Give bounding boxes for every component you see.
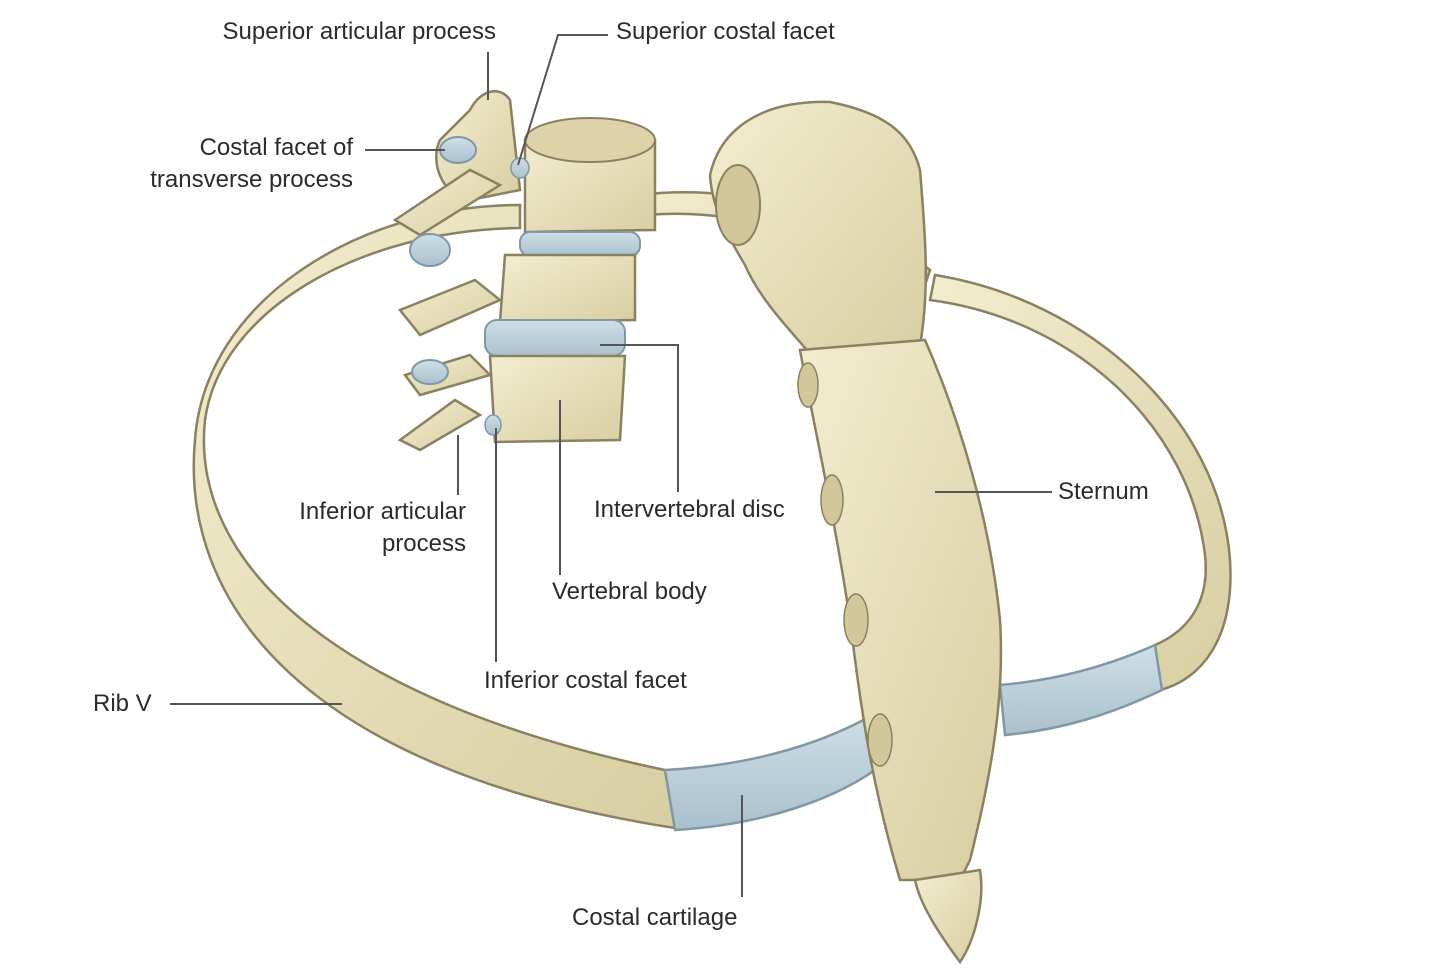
cartilage-right (998, 643, 1164, 737)
transverse-process-upper (392, 168, 503, 237)
label-intervertebral-disc: Intervertebral disc (594, 496, 785, 523)
inferior-costal-facet-shape (484, 414, 502, 436)
label-inferior-articular-process-1: Inferior articular (299, 498, 466, 525)
cartilage-left (663, 710, 890, 832)
manubrium (708, 100, 928, 367)
costal-notch-2 (820, 474, 844, 526)
leader-intervertebral-disc (600, 344, 679, 492)
label-costal-facet-transverse-1: Costal facet of (199, 134, 353, 161)
leader-lines (170, 34, 1052, 897)
label-inferior-costal-facet: Inferior costal facet (484, 667, 687, 694)
costal-notch-3 (843, 593, 869, 647)
label-superior-costal-facet: Superior costal facet (616, 18, 835, 45)
disc-lower (484, 319, 626, 357)
vertebral-body-middle (498, 253, 637, 324)
label-inferior-articular-process-2: process (381, 530, 466, 557)
sternum-bone (708, 100, 1003, 965)
label-superior-articular-process: Superior articular process (222, 18, 496, 45)
costal-notch-1 (797, 362, 819, 408)
label-costal-cartilage: Costal cartilage (572, 904, 738, 931)
label-rib-v: Rib V (93, 690, 152, 717)
vertebral-column (392, 90, 657, 452)
facet-lower (411, 359, 449, 385)
rib-tubercle-facet (409, 233, 451, 267)
clavicular-notch (715, 164, 761, 246)
label-vertebral-body: Vertebral body (552, 578, 707, 605)
label-costal-facet-transverse-2: transverse process (150, 166, 353, 193)
disc-upper (519, 231, 641, 257)
process-middle (397, 278, 503, 337)
vertebral-body-top-surface (524, 117, 656, 163)
vertebral-body-lower (488, 354, 627, 444)
leader-superior-costal-facet (517, 34, 608, 166)
label-sternum: Sternum (1058, 478, 1149, 505)
sternal-body (798, 338, 1003, 882)
xiphoid-process (913, 868, 983, 965)
process-lower-2 (397, 398, 483, 452)
costal-facet-transverse (439, 136, 477, 164)
costal-notch-4 (867, 713, 893, 767)
